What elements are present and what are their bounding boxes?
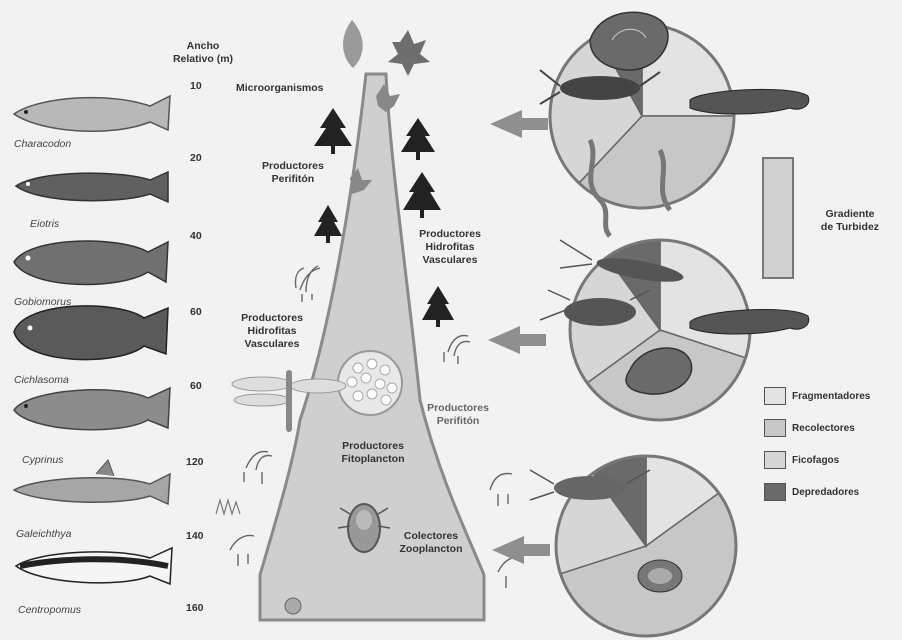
- arrow-icon: [488, 326, 546, 354]
- zooplankton-label: Colectores Zooplancton: [388, 530, 474, 556]
- turbidity-gradient-bar: [763, 158, 793, 278]
- legend-item-depredadores: Depredadores: [764, 482, 859, 502]
- legend-label: Depredadores: [792, 487, 859, 498]
- width-value: 60: [190, 306, 202, 318]
- fish-cyprinus-icon: [14, 388, 170, 430]
- legend-swatch: [764, 387, 786, 405]
- legend-item-fragmentadores: Fragmentadores: [764, 386, 870, 406]
- plant-icon: [444, 336, 470, 364]
- leaf-icon: [343, 20, 363, 68]
- plant-icon: [230, 536, 254, 566]
- width-header: Ancho Relativo (m): [168, 40, 238, 66]
- fish-name: Cyprinus: [22, 454, 63, 466]
- legend-label: Recolectores: [792, 423, 855, 434]
- flower-icon: [285, 598, 301, 614]
- width-value: 20: [190, 152, 202, 164]
- plant-icon: [490, 474, 512, 506]
- width-value: 60: [190, 380, 202, 392]
- legend-swatch: [764, 483, 786, 501]
- plant-icon: [244, 452, 272, 484]
- legend-label: Fragmentadores: [792, 391, 870, 402]
- width-value: 120: [186, 456, 204, 468]
- plant-icon: [216, 500, 240, 514]
- arrow-icon: [492, 536, 550, 564]
- periphyton-lower-label: Productores Perifitón: [418, 402, 498, 428]
- fish-name: Characodon: [14, 138, 71, 150]
- plant-icon: [498, 558, 520, 588]
- legend-item-recolectores: Recolectores: [764, 418, 855, 438]
- clam-icon: [638, 560, 682, 592]
- width-value: 160: [186, 602, 204, 614]
- tree-icon: [314, 108, 352, 154]
- legend-swatch: [764, 451, 786, 469]
- turbidity-gradient-label: Gradiente de Turbidez: [808, 208, 892, 234]
- width-value: 40: [190, 230, 202, 242]
- tree-icon: [401, 118, 435, 160]
- width-value: 10: [190, 80, 202, 92]
- hydrophytes-left-label: Productores Hidrofitas Vasculares: [232, 312, 312, 351]
- legend-label: Ficofagos: [792, 455, 839, 466]
- legend-swatch: [764, 419, 786, 437]
- tree-icon: [422, 286, 454, 327]
- legend-item-ficofagos: Ficofagos: [764, 450, 839, 470]
- microorganisms-label: Microorganismos: [236, 82, 324, 95]
- fish-gobiomorus-icon: [14, 241, 168, 284]
- tree-icon: [314, 205, 342, 243]
- periphyton-upper-label: Productores Perifitón: [262, 160, 324, 186]
- fish-name: Centropomus: [18, 604, 81, 616]
- fish-centropomus-icon: [16, 548, 172, 584]
- width-value: 140: [186, 530, 204, 542]
- fish-galeichthya-icon: [14, 460, 170, 504]
- arrow-icon: [490, 110, 548, 138]
- fish-cichlasoma-icon: [14, 306, 168, 360]
- phytoplankton-label: Productores Fitoplancton: [330, 440, 416, 466]
- hydrophytes-right-label: Productores Hidrofitas Vasculares: [408, 228, 492, 267]
- fish-eiotris-icon: [16, 172, 168, 202]
- fish-characodon-icon: [14, 96, 170, 131]
- fish-name: Gobiomorus: [14, 296, 71, 308]
- phytoplankton-colony: [338, 351, 402, 415]
- plant-icon: [295, 266, 320, 302]
- fish-name: Eiotris: [30, 218, 59, 230]
- tree-icon: [403, 172, 441, 218]
- fish-name: Galeichthya: [16, 528, 71, 540]
- fish-name: Cichlasoma: [14, 374, 69, 386]
- leaf-icon: [388, 30, 430, 76]
